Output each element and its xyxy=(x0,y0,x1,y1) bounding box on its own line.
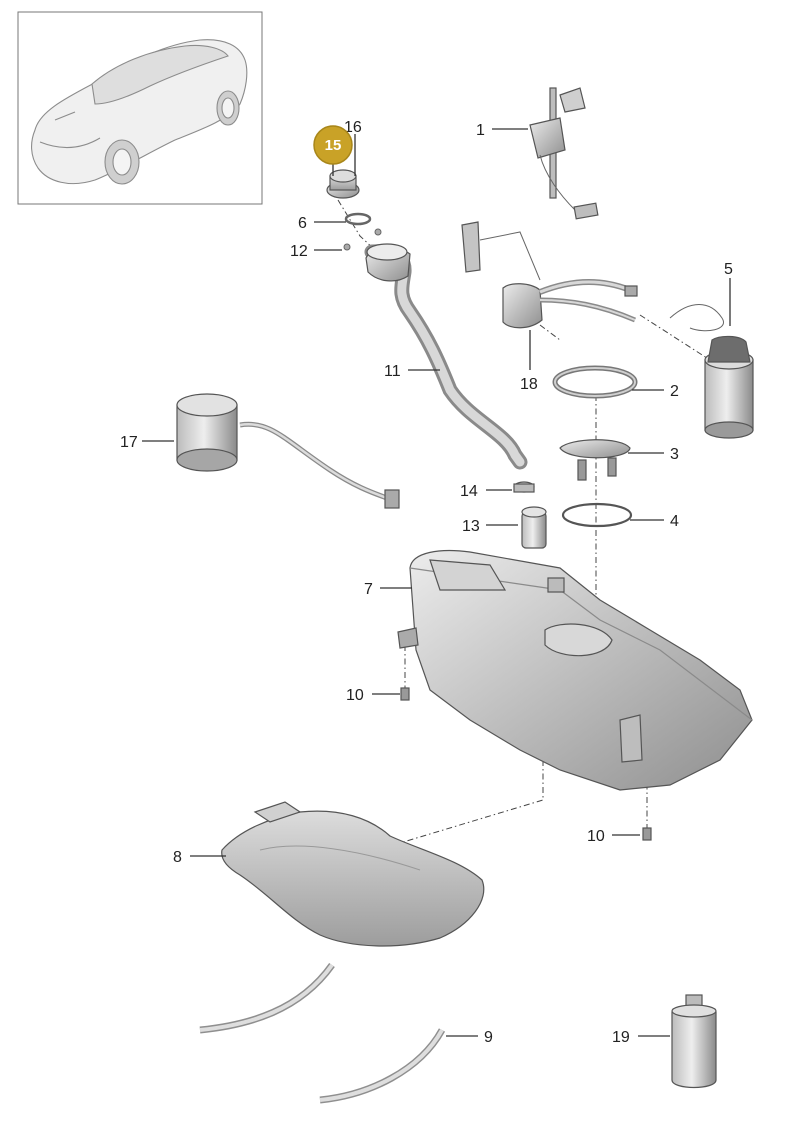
callout-10a[interactable]: 10 xyxy=(346,687,364,704)
heat-shield xyxy=(221,801,485,947)
locking-ring xyxy=(552,365,638,399)
callout-6[interactable]: 6 xyxy=(298,215,307,232)
screw xyxy=(343,228,382,251)
callout-15[interactable]: 15 xyxy=(325,137,342,154)
vehicle-thumbnail xyxy=(17,11,263,205)
callout-labels: 1 2 3 4 5 6 7 8 9 10 10 11 12 13 14 16 1… xyxy=(120,119,733,1046)
callout-18[interactable]: 18 xyxy=(520,376,538,393)
callout-12[interactable]: 12 xyxy=(290,243,308,260)
callout-8[interactable]: 8 xyxy=(173,849,182,866)
hose-clamp xyxy=(513,481,535,493)
mounting-bolt xyxy=(400,687,652,841)
callout-5[interactable]: 5 xyxy=(724,261,733,278)
callout-17[interactable]: 17 xyxy=(120,434,138,451)
fuel-pump xyxy=(669,304,754,439)
seal-ring xyxy=(344,212,372,226)
filler-neck xyxy=(364,243,528,470)
filler-cap xyxy=(326,169,360,199)
car-outline-icon xyxy=(31,39,248,185)
callout-16[interactable]: 16 xyxy=(344,119,362,136)
callout-11[interactable]: 11 xyxy=(384,363,401,380)
callout-13[interactable]: 13 xyxy=(462,518,480,535)
highlight-badge-15[interactable]: 15 xyxy=(313,125,353,165)
callout-19[interactable]: 19 xyxy=(612,1029,630,1046)
callout-10b[interactable]: 10 xyxy=(587,828,605,845)
o-ring-seal xyxy=(561,502,633,528)
callout-14[interactable]: 14 xyxy=(460,483,478,500)
fuel-tank xyxy=(397,549,753,791)
callout-3[interactable]: 3 xyxy=(670,446,679,463)
fuel-level-sender xyxy=(529,87,599,220)
callout-9[interactable]: 9 xyxy=(484,1029,493,1046)
callout-2[interactable]: 2 xyxy=(670,383,679,400)
hose-connector xyxy=(521,506,547,549)
callout-7[interactable]: 7 xyxy=(364,581,373,598)
pump-valve-assembly xyxy=(461,221,638,329)
leader-lines xyxy=(142,128,731,1037)
carbon-canister xyxy=(176,393,400,509)
additive-bottle xyxy=(671,994,717,1089)
callout-1[interactable]: 1 xyxy=(476,122,485,139)
callout-4[interactable]: 4 xyxy=(670,513,679,530)
tank-strap xyxy=(199,962,446,1104)
tank-flange xyxy=(559,439,631,481)
